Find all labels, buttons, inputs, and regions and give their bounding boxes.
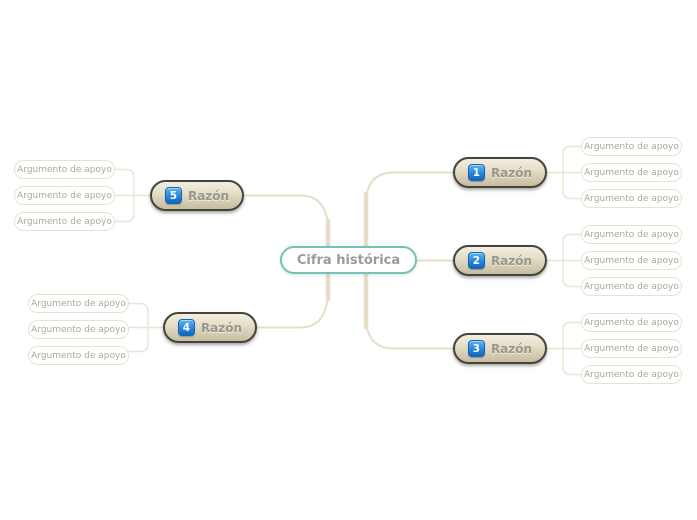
argument-node[interactable]: Argumento de apoyo xyxy=(581,277,682,296)
reason-label: Razón xyxy=(490,165,533,180)
leafline xyxy=(562,321,583,350)
reason-node-3[interactable]: 3 Razón xyxy=(453,333,547,364)
leafline xyxy=(127,302,149,329)
reason-node-4[interactable]: 4 Razón xyxy=(163,312,257,343)
branch-to-reason-5 xyxy=(240,194,329,232)
argument-node[interactable]: Argumento de apoyo xyxy=(581,137,682,156)
leafline xyxy=(127,326,149,353)
leafline xyxy=(113,168,135,197)
reason-number-badge: 4 xyxy=(177,319,195,336)
reason-number-badge: 1 xyxy=(467,164,485,181)
branch-to-reason-4 xyxy=(253,288,329,329)
argument-node[interactable]: Argumento de apoyo xyxy=(581,313,682,332)
argument-node[interactable]: Argumento de apoyo xyxy=(581,189,682,208)
reason-label: Razón xyxy=(490,253,533,268)
argument-node[interactable]: Argumento de apoyo xyxy=(581,163,682,182)
argument-node[interactable]: Argumento de apoyo xyxy=(28,320,129,339)
argument-node[interactable]: Argumento de apoyo xyxy=(581,225,682,244)
argument-node[interactable]: Argumento de apoyo xyxy=(581,365,682,384)
argument-node[interactable]: Argumento de apoyo xyxy=(581,339,682,358)
argument-node[interactable]: Argumento de apoyo xyxy=(28,294,129,313)
argument-node[interactable]: Argumento de apoyo xyxy=(14,186,115,205)
leafline xyxy=(113,194,135,223)
branch-to-reason-3 xyxy=(365,316,456,350)
argument-node[interactable]: Argumento de apoyo xyxy=(28,346,129,365)
argument-node[interactable]: Argumento de apoyo xyxy=(581,251,682,270)
reason-number-badge: 2 xyxy=(467,252,485,269)
branch-to-reason-1 xyxy=(365,171,456,205)
reason-label: Razón xyxy=(187,188,230,203)
leafline xyxy=(562,171,583,200)
leafline xyxy=(562,259,583,288)
leafline xyxy=(562,347,583,376)
reason-node-1[interactable]: 1 Razón xyxy=(453,157,547,188)
reason-label: Razón xyxy=(200,320,243,335)
reason-label: Razón xyxy=(490,341,533,356)
reason-number-badge: 3 xyxy=(467,340,485,357)
reason-node-5[interactable]: 5 Razón xyxy=(150,180,244,211)
reason-number-badge: 5 xyxy=(164,187,182,204)
argument-node[interactable]: Argumento de apoyo xyxy=(14,160,115,179)
leafline xyxy=(562,145,583,174)
argument-node[interactable]: Argumento de apoyo xyxy=(14,212,115,231)
leafline xyxy=(562,233,583,262)
central-topic-node[interactable]: Cifra histórica xyxy=(280,246,417,274)
reason-node-2[interactable]: 2 Razón xyxy=(453,245,547,276)
